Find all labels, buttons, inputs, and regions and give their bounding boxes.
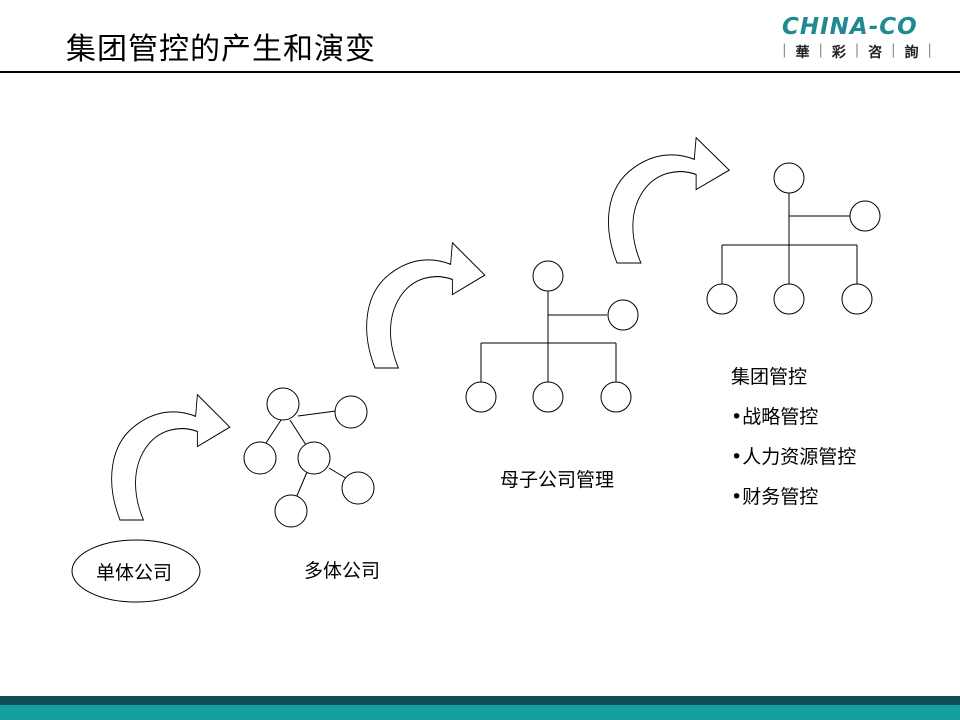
group-control-label: 集团管控	[731, 366, 808, 388]
stage-arrow-1	[111, 394, 231, 521]
logo-english-text: CHINA-CO	[782, 14, 918, 40]
multi-company-network	[243, 387, 375, 528]
group-point-strategy: •战略管控	[731, 406, 819, 428]
parent-sub-tree	[465, 260, 639, 413]
header-divider	[0, 71, 960, 73]
logo-chinese-text: | 華 | 彩 | 咨 | 詢 |	[782, 42, 932, 61]
logo-char: 咨	[868, 45, 883, 61]
logo-char: 華	[795, 45, 810, 61]
stage-arrow-3	[607, 137, 730, 264]
group-point-hr: •人力资源管控	[731, 446, 857, 468]
footer-bar-light	[0, 705, 960, 720]
logo-char: 彩	[831, 45, 846, 61]
parent-sub-label: 母子公司管理	[500, 469, 615, 491]
multi-company-label: 多体公司	[304, 560, 381, 582]
stage-arrow-2	[366, 242, 486, 369]
group-control-block: 集团管控 •战略管控 •人力资源管控 •财务管控	[731, 357, 856, 517]
company-logo: CHINA-CO | 華 | 彩 | 咨 | 詢 |	[782, 14, 932, 66]
group-control-tree	[706, 162, 881, 315]
footer-bar-dark	[0, 696, 960, 705]
group-point-finance: •财务管控	[731, 486, 819, 508]
single-company-label: 单体公司	[96, 562, 173, 584]
page-title: 集团管控的产生和演变	[66, 32, 376, 67]
logo-char: 詢	[904, 45, 919, 61]
single-company-ellipse	[71, 539, 201, 603]
